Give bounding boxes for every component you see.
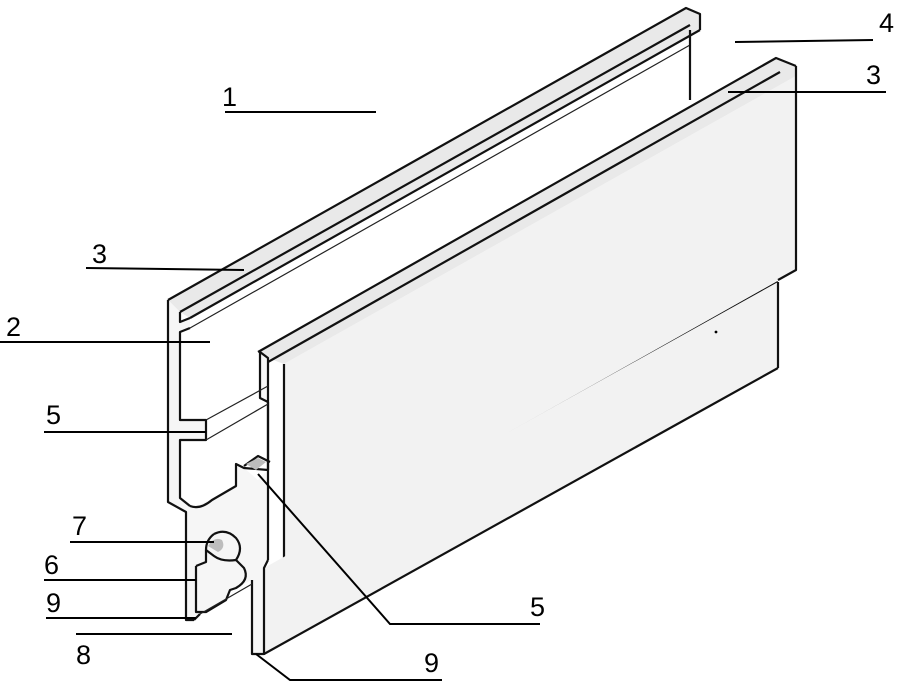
leader-4 [734,39,874,43]
label-7: 7 [72,511,87,541]
leader-9-bottom [255,653,442,681]
leader-lines [0,39,886,681]
label-5-right: 5 [530,592,545,622]
leader-5-right [257,473,540,625]
label-8: 8 [76,640,91,670]
leader-3-left [85,267,245,271]
front-flange [257,56,798,655]
label-5-left: 5 [46,400,61,430]
label-2: 2 [6,312,21,342]
end-profile [166,300,271,656]
label-3-right: 3 [866,60,881,90]
label-1: 1 [222,82,237,112]
label-4: 4 [879,8,894,38]
label-9-bottom: 9 [424,648,439,678]
label-6: 6 [44,550,59,580]
label-9-left: 9 [46,588,61,618]
labels: 1 4 3 3 2 5 7 6 9 8 5 9 [6,8,894,678]
rear-flange [167,6,702,329]
label-3-left: 3 [92,239,107,269]
